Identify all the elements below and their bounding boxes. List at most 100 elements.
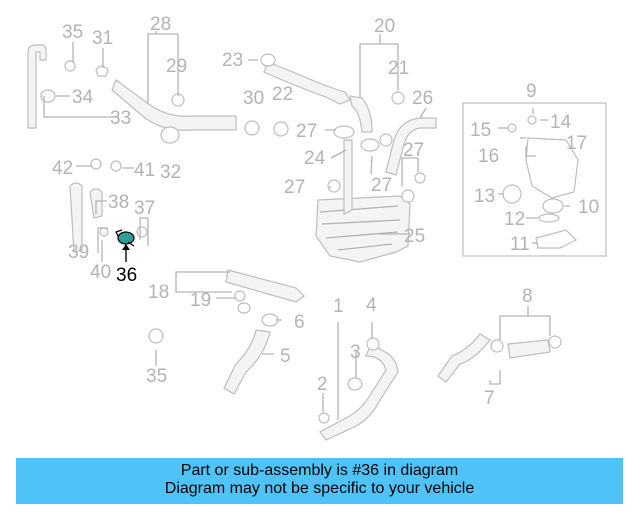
label-27-c: 27 bbox=[284, 177, 305, 198]
info-banner: Part or sub-assembly is #36 in diagram D… bbox=[16, 458, 623, 504]
label-27-d: 27 bbox=[371, 175, 392, 196]
pipe-25-detail-1 bbox=[319, 205, 401, 251]
clamp-41 bbox=[110, 160, 122, 172]
pipe-33 bbox=[27, 44, 47, 129]
label-26: 26 bbox=[412, 88, 433, 109]
clamp-27-right-mid bbox=[414, 172, 426, 184]
banner-line-2: Diagram may not be specific to your vehi… bbox=[164, 480, 475, 497]
bolt-15 bbox=[507, 123, 517, 133]
label-34: 34 bbox=[72, 87, 94, 108]
label-30: 30 bbox=[243, 88, 264, 109]
label-28: 28 bbox=[150, 14, 171, 35]
label-27-b: 27 bbox=[403, 140, 424, 161]
banner-line-1: Part or sub-assembly is #36 in diagram bbox=[180, 462, 459, 479]
label-31: 31 bbox=[92, 28, 113, 49]
label-5: 5 bbox=[280, 346, 291, 367]
cap-27-top bbox=[333, 125, 355, 139]
label-33: 33 bbox=[110, 108, 131, 129]
clamp-42 bbox=[90, 158, 102, 170]
clamp-35-bottom bbox=[148, 328, 164, 344]
label-9: 9 bbox=[526, 81, 537, 102]
hose-1 bbox=[319, 345, 399, 441]
clamp-37 bbox=[136, 226, 148, 238]
clamp-27-right-low bbox=[401, 189, 415, 203]
label-2: 2 bbox=[317, 374, 328, 395]
label-19: 19 bbox=[190, 290, 211, 311]
hose-39 bbox=[69, 182, 83, 253]
label-8: 8 bbox=[522, 286, 533, 307]
parts-diagram: 35 31 28 29 34 33 30 22 23 20 21 26 27 2… bbox=[27, 14, 607, 441]
clamp-22 bbox=[273, 121, 289, 137]
clamp-35-top bbox=[64, 60, 76, 72]
arrowhead-36 bbox=[122, 244, 130, 250]
clamp-8-left bbox=[490, 339, 504, 353]
clamp-27-right bbox=[379, 133, 393, 147]
clamp-6 bbox=[261, 313, 279, 327]
hose-20 bbox=[263, 61, 351, 105]
hose-7 bbox=[437, 333, 491, 383]
label-41: 41 bbox=[134, 160, 155, 181]
clamp-23 bbox=[260, 53, 276, 67]
hose-20b bbox=[349, 95, 373, 133]
clamp-8-right bbox=[548, 335, 562, 349]
clamp-32 bbox=[160, 126, 180, 144]
cap-27-mid bbox=[360, 138, 380, 152]
clamp-4 bbox=[366, 337, 380, 351]
label-29: 29 bbox=[166, 56, 187, 77]
label-14: 14 bbox=[550, 112, 572, 133]
label-35-top: 35 bbox=[62, 22, 83, 43]
label-20: 20 bbox=[374, 16, 395, 37]
label-1: 1 bbox=[333, 296, 344, 317]
gasket-13 bbox=[502, 184, 522, 204]
label-36[interactable]: 36 bbox=[116, 265, 137, 286]
label-10: 10 bbox=[578, 197, 599, 218]
thermostat-10 bbox=[542, 198, 564, 214]
label-22: 22 bbox=[272, 84, 293, 105]
clamp-3 bbox=[347, 377, 363, 391]
label-21: 21 bbox=[388, 58, 409, 79]
label-11: 11 bbox=[510, 234, 530, 255]
label-32: 32 bbox=[160, 162, 181, 183]
clamp-21 bbox=[391, 91, 405, 105]
label-27-a: 27 bbox=[296, 121, 317, 142]
label-7: 7 bbox=[484, 388, 495, 409]
label-37: 37 bbox=[134, 198, 155, 219]
label-42: 42 bbox=[52, 158, 73, 179]
label-3: 3 bbox=[350, 342, 361, 363]
diagram-canvas: 35 31 28 29 34 33 30 22 23 20 21 26 27 2… bbox=[27, 14, 607, 441]
label-4: 4 bbox=[366, 295, 377, 316]
clamp-2 bbox=[318, 412, 330, 424]
label-24: 24 bbox=[304, 148, 326, 169]
label-38: 38 bbox=[108, 192, 129, 213]
label-25: 25 bbox=[404, 226, 425, 247]
bolt-19 bbox=[234, 290, 246, 302]
part-36-highlight[interactable] bbox=[115, 229, 135, 247]
label-15: 15 bbox=[470, 120, 491, 141]
label-18: 18 bbox=[148, 282, 169, 303]
label-13: 13 bbox=[474, 186, 495, 207]
hose-26 bbox=[385, 117, 437, 176]
leader-lines bbox=[43, 31, 570, 420]
clamp-19 bbox=[237, 302, 251, 314]
hose-8 bbox=[507, 339, 551, 359]
clamp-30 bbox=[244, 120, 260, 136]
clamp-40 bbox=[99, 227, 109, 237]
label-17: 17 bbox=[566, 133, 587, 154]
label-16: 16 bbox=[478, 146, 499, 167]
hose-5 bbox=[223, 329, 271, 395]
label-40: 40 bbox=[90, 262, 111, 283]
clamp-27-low bbox=[327, 179, 341, 193]
sensor-14 bbox=[527, 115, 537, 125]
label-6: 6 bbox=[294, 312, 305, 333]
pipe-24 bbox=[343, 139, 353, 215]
label-39: 39 bbox=[68, 242, 89, 263]
label-23: 23 bbox=[222, 50, 243, 71]
label-12: 12 bbox=[504, 209, 525, 230]
cover-11 bbox=[535, 229, 578, 249]
clamp-34 bbox=[40, 89, 56, 103]
housing-16 bbox=[525, 137, 579, 199]
seal-12 bbox=[538, 213, 560, 223]
pipe-18 bbox=[225, 269, 305, 303]
clamp-31 bbox=[95, 65, 109, 77]
hose-32 bbox=[111, 79, 237, 131]
